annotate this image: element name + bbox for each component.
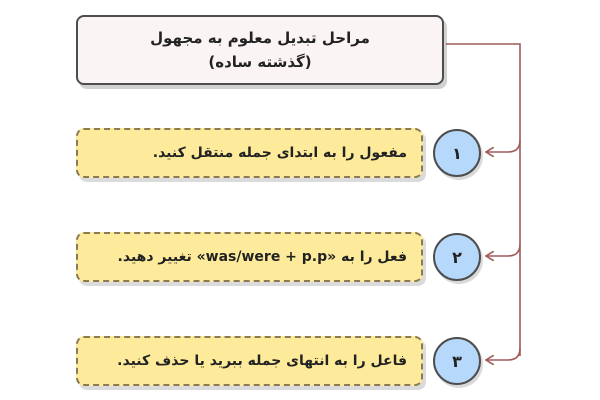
step-2-text: فعل را به «was/were + p.p» تغییر دهید.: [117, 249, 407, 265]
title-line-1: مراحل تبدیل معلوم به مجهول: [150, 29, 370, 47]
step-3-number: ۳: [433, 337, 481, 385]
connector-to-step-2: [487, 243, 521, 256]
step-1-number: ۱: [433, 129, 481, 177]
step-box-2: فعل را به «was/were + p.p» تغییر دهید.: [76, 232, 423, 282]
connector-to-step-3: [487, 347, 521, 360]
title-line-2: (گذشته ساده): [208, 53, 312, 71]
connector-to-step-1: [487, 139, 521, 152]
title-box: مراحل تبدیل معلوم به مجهول (گذشته ساده): [76, 15, 444, 85]
step-3-text: فاعل را به انتهای جمله ببرید یا حذف کنید…: [117, 353, 407, 369]
main-connector: [446, 43, 521, 356]
step-1-text: مفعول را به ابتدای جمله منتقل کنید.: [152, 145, 407, 161]
step-box-3: فاعل را به انتهای جمله ببرید یا حذف کنید…: [76, 336, 423, 386]
step-box-1: مفعول را به ابتدای جمله منتقل کنید.: [76, 128, 423, 178]
step-2-number: ۲: [433, 233, 481, 281]
